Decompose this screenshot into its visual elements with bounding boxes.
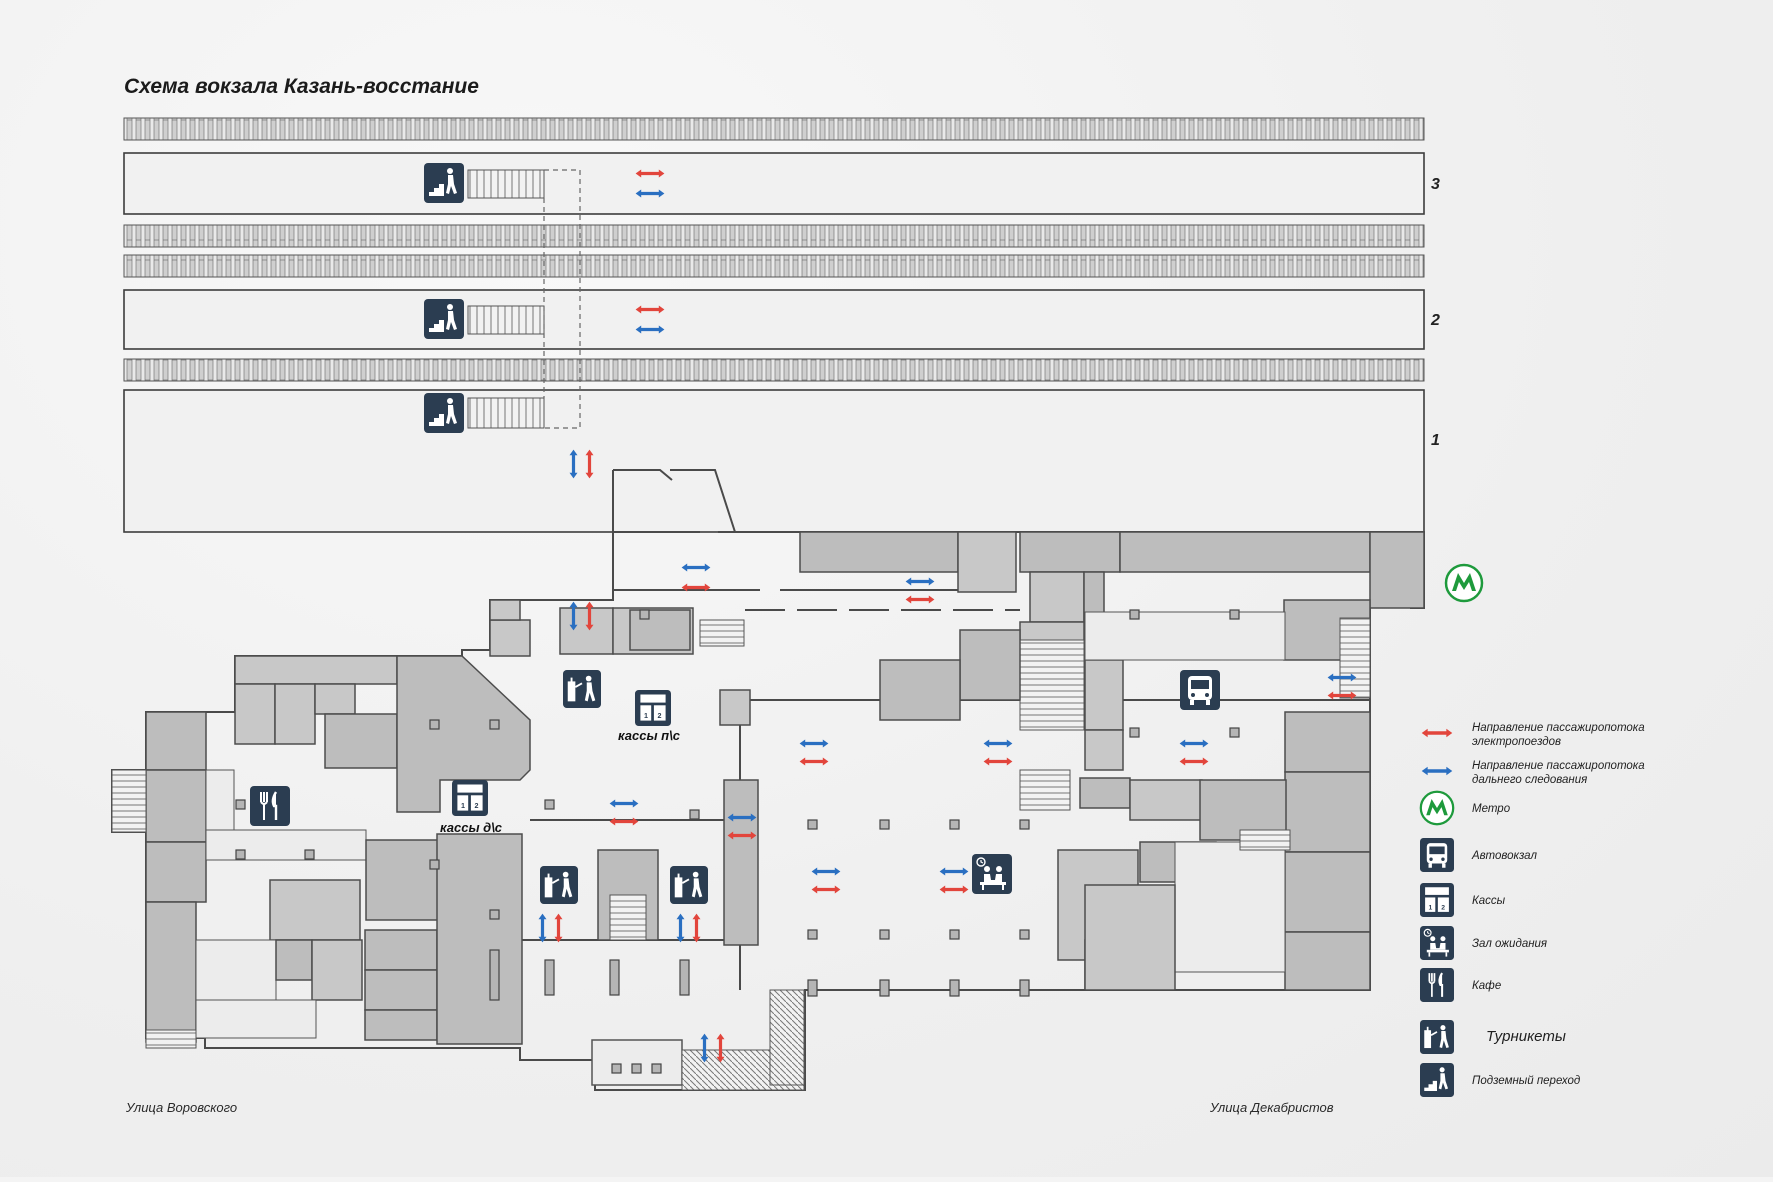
platform-2 <box>123 289 1425 350</box>
bus-icon <box>1420 838 1454 872</box>
kassy-ds-label: кассы д\с <box>440 820 503 835</box>
turnstile-icon <box>540 866 578 904</box>
cafe-icon <box>250 786 290 826</box>
legend: Направление пассажиропотока электропоездо… <box>1419 722 1645 1097</box>
legend-label: Метро <box>1472 803 1511 815</box>
metro-icon <box>1444 563 1484 603</box>
street-right: Улица Декабристов <box>1209 1100 1334 1115</box>
legend-label: Направление пассажиропотока <box>1472 722 1645 734</box>
tickets-icon <box>452 780 488 816</box>
metro-icon <box>1419 790 1455 826</box>
underpass-stairs <box>467 169 581 429</box>
cafe-icon <box>1420 968 1454 1002</box>
platform-number-2: 2 <box>1430 312 1440 329</box>
legend-label: электропоездов <box>1472 736 1561 748</box>
underpass-icon <box>1420 1063 1454 1097</box>
underpass-icon <box>424 163 464 203</box>
platform-3 <box>123 152 1425 215</box>
turnstile-icon <box>563 670 601 708</box>
bus-icon <box>1180 670 1220 710</box>
platform-1 <box>123 389 1425 533</box>
tracks <box>123 117 1425 382</box>
street-left: Улица Воровского <box>125 1100 237 1115</box>
legend-label: Кассы <box>1472 895 1506 907</box>
platforms <box>123 152 1425 533</box>
red-arrow-icon <box>1421 728 1453 738</box>
waiting-room-icon <box>972 854 1012 894</box>
legend-label: Подземный переход <box>1472 1075 1580 1087</box>
tickets-icon <box>635 690 671 726</box>
underpass-icon <box>424 299 464 339</box>
legend-label: дальнего следования <box>1472 774 1587 786</box>
tickets-icon <box>1420 883 1454 917</box>
kassy-ps-label: кассы п\с <box>618 728 681 743</box>
turnstile-icon <box>670 866 708 904</box>
turnstile-icon <box>1420 1020 1454 1054</box>
legend-label: Зал ожидания <box>1472 938 1547 950</box>
map-title: Схема вокзала Казань-восстание <box>124 75 479 98</box>
underpass-icon <box>424 393 464 433</box>
platform-number-1: 1 <box>1431 432 1440 449</box>
legend-label: Турникеты <box>1486 1028 1566 1045</box>
legend-label: Автовокзал <box>1471 850 1537 862</box>
station-building <box>111 469 1425 1091</box>
legend-label: Направление пассажиропотока <box>1472 760 1645 772</box>
legend-label: Кафе <box>1472 980 1501 992</box>
blue-arrow-icon <box>1421 766 1453 776</box>
waiting-room-icon <box>1420 926 1454 960</box>
platform-number-3: 3 <box>1431 176 1440 193</box>
